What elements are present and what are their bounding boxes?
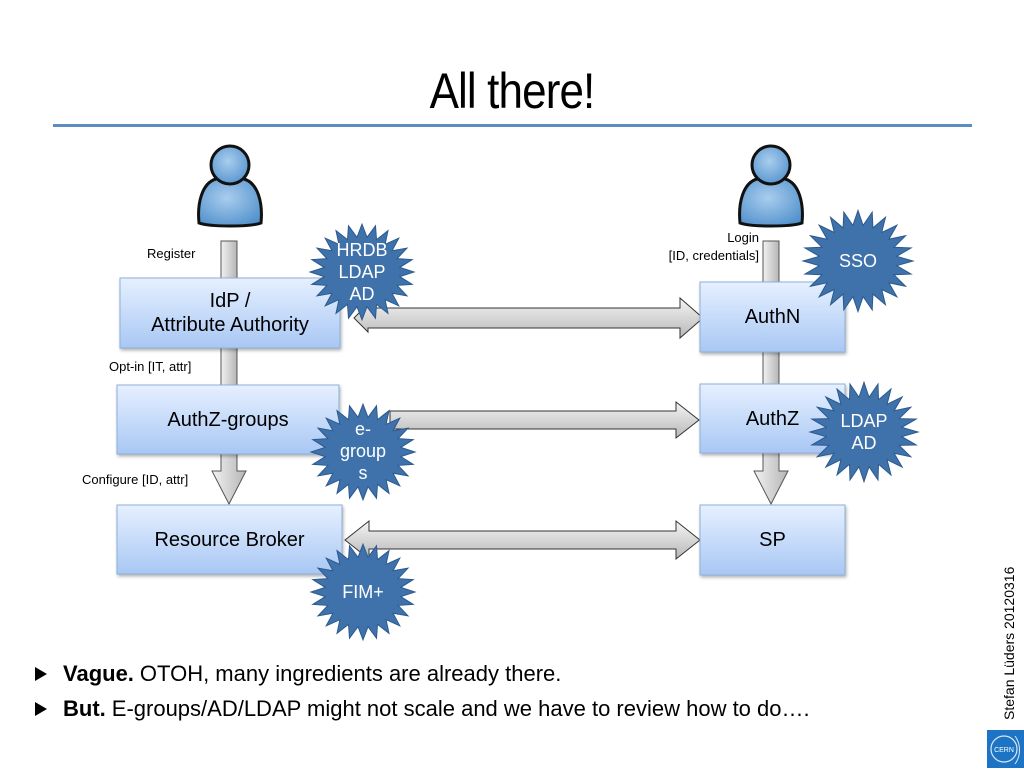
burst-text: s bbox=[358, 463, 368, 483]
bullet-item: Vague. OTOH, many ingredients are alread… bbox=[35, 656, 810, 691]
login-label: Login [ID, credentials] bbox=[620, 229, 759, 265]
burst-ldap-ad-label: LDAP AD bbox=[814, 386, 914, 478]
burst-fim-icon bbox=[309, 542, 417, 642]
burst-ldap-ad-icon bbox=[808, 380, 920, 484]
triangle-bullet-icon bbox=[35, 666, 47, 681]
author-date: Stefan Lüders 20120316 bbox=[1001, 566, 1017, 720]
cern-logo-icon: CERN bbox=[987, 730, 1024, 768]
burst-sso-label: SSO bbox=[808, 215, 908, 307]
box-idp-attribute-authority bbox=[119, 277, 341, 349]
configure-label: Configure [ID, attr] bbox=[82, 472, 189, 487]
bullet-bold: But. bbox=[63, 695, 106, 721]
burst-text: group bbox=[339, 441, 387, 461]
triangle-bullet-icon bbox=[35, 701, 47, 716]
authz-groups-label: AuthZ-groups bbox=[167, 408, 289, 431]
opt-in-label: Opt-in [IT, attr] bbox=[109, 359, 192, 374]
burst-hrdb-label: HRDB LDAP AD bbox=[312, 226, 412, 318]
bullet-list: Vague. OTOH, many ingredients are alread… bbox=[35, 656, 810, 726]
burst-hrdb-icon bbox=[308, 222, 416, 322]
right-vertical-connectors bbox=[753, 240, 789, 506]
bullet-item: But. E-groups/AD/LDAP might not scale an… bbox=[35, 691, 810, 726]
burst-egroups-icon bbox=[309, 402, 417, 502]
idp-label-line2: Attribute Authority bbox=[151, 314, 309, 336]
slide-title: All there! bbox=[429, 63, 596, 119]
burst-text: LDAP bbox=[338, 262, 386, 282]
bullet-bold: Vague. bbox=[63, 660, 134, 686]
burst-sso-icon bbox=[801, 208, 915, 314]
left-vertical-connectors bbox=[211, 240, 247, 506]
idp-label-line1: IdP / bbox=[209, 290, 251, 312]
bullet-text: E-groups/AD/LDAP might not scale and we … bbox=[111, 695, 810, 721]
title-divider bbox=[53, 124, 972, 127]
user-icon bbox=[738, 144, 804, 228]
register-label: Register bbox=[147, 246, 196, 261]
burst-text: AD bbox=[851, 433, 877, 453]
login-label-line1: Login bbox=[727, 230, 759, 245]
burst-text: FIM+ bbox=[342, 582, 384, 602]
bullet-text: OTOH, many ingredients are already there… bbox=[139, 660, 562, 686]
resource-broker-label: Resource Broker bbox=[154, 528, 305, 551]
login-label-line2: [ID, credentials] bbox=[668, 248, 759, 263]
box-sp bbox=[699, 504, 846, 576]
authz-label: AuthZ bbox=[745, 407, 800, 430]
burst-text: e- bbox=[354, 419, 371, 439]
authn-label: AuthN bbox=[744, 306, 801, 328]
burst-text: SSO bbox=[838, 251, 877, 271]
burst-fim-label: FIM+ bbox=[313, 548, 413, 636]
arrow-authzgroups-authz bbox=[389, 400, 700, 440]
sp-label: SP bbox=[759, 529, 786, 551]
box-authz-groups bbox=[116, 384, 340, 455]
burst-egroups-label: e- group s bbox=[313, 409, 413, 493]
box-resource-broker bbox=[116, 504, 343, 575]
burst-text: LDAP bbox=[840, 411, 888, 431]
burst-text: AD bbox=[349, 284, 375, 304]
burst-text: HRDB bbox=[336, 240, 388, 260]
user-icon bbox=[197, 144, 263, 228]
cern-logo-text: CERN bbox=[994, 747, 1014, 754]
idp-box-label: IdP / Attribute Authority bbox=[120, 278, 340, 348]
